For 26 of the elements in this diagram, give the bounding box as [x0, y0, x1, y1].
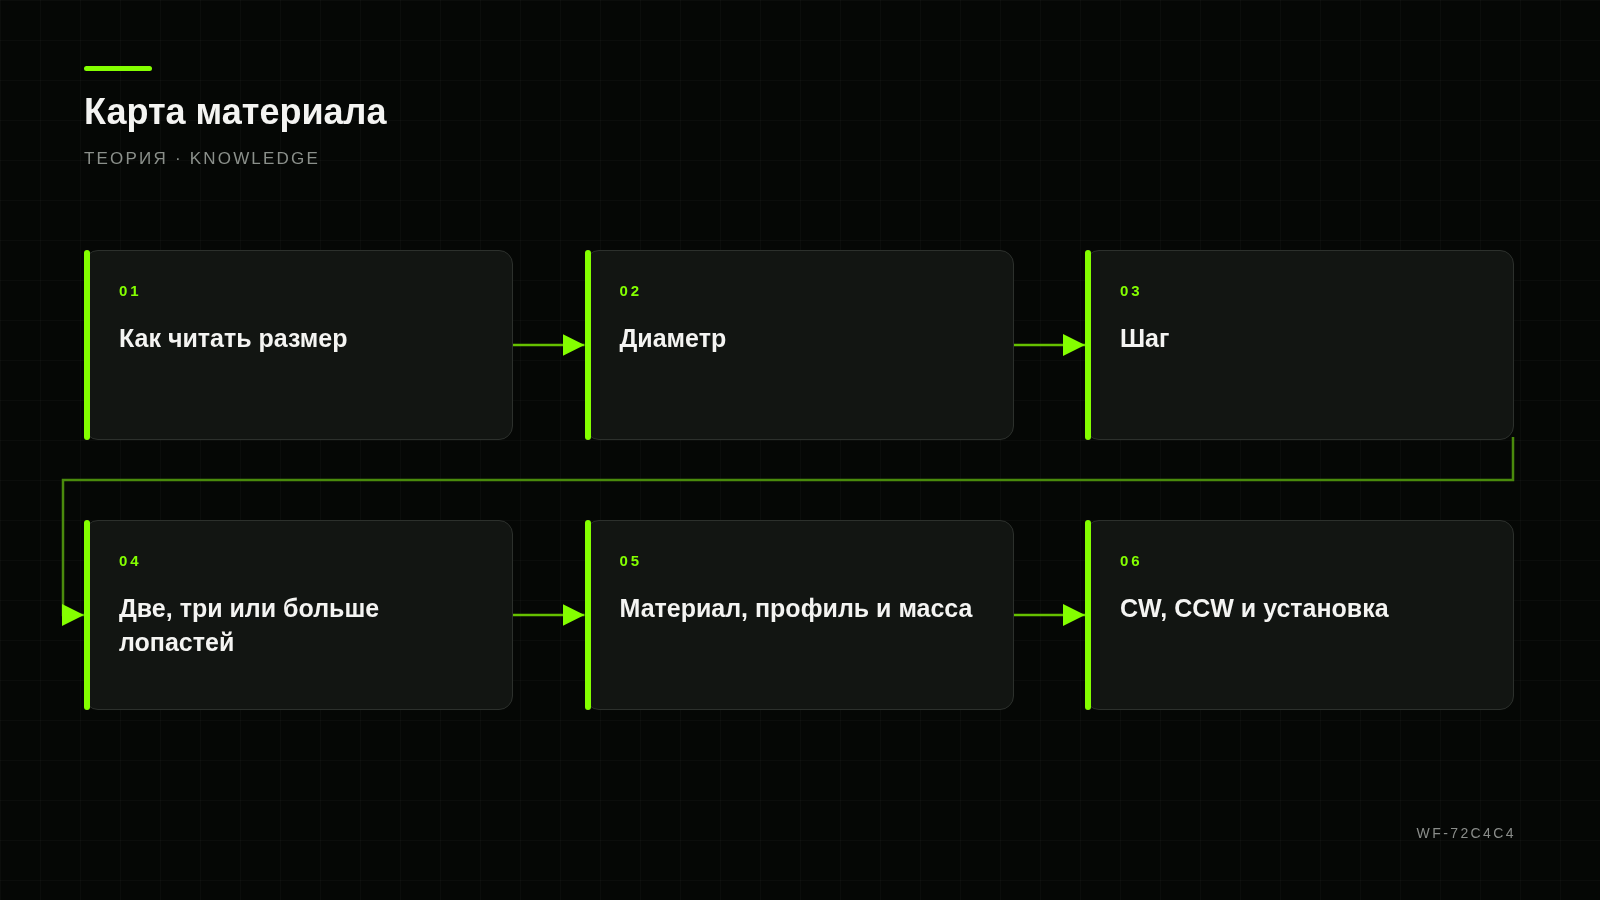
code-label: WF-72C4C4 — [1416, 824, 1516, 842]
connector-arrow — [61, 437, 1515, 626]
connector-arrow — [513, 604, 585, 626]
step-card — [584, 520, 1014, 710]
step-card — [584, 250, 1014, 440]
step-number: 06 — [1120, 552, 1143, 570]
step-number: 03 — [1120, 282, 1143, 300]
connector-arrow — [1013, 604, 1085, 626]
connector-arrow — [1013, 334, 1085, 356]
step-title: CW, CCW и установка — [1120, 593, 1389, 624]
step-title: Материал, профиль и масса — [619, 593, 973, 624]
step-card — [1085, 520, 1514, 710]
step-title: Шаг — [1120, 323, 1170, 354]
step-title: Как читать размер — [119, 323, 348, 354]
step-number: 02 — [619, 282, 643, 300]
connector-arrow — [513, 334, 585, 356]
subtitle-text: ТЕОРИЯ · KNOWLEDGE — [84, 149, 320, 169]
step-card — [84, 250, 513, 440]
step-number: 05 — [619, 552, 643, 570]
step-title: Диаметр — [619, 323, 727, 354]
step-card — [1085, 250, 1514, 440]
step-number: 01 — [119, 282, 142, 300]
step-title: Две, три или больше лопастей — [119, 593, 381, 658]
diagram-title: Карта материала — [84, 91, 387, 133]
step-number: 04 — [119, 552, 142, 570]
step-card — [84, 520, 513, 710]
